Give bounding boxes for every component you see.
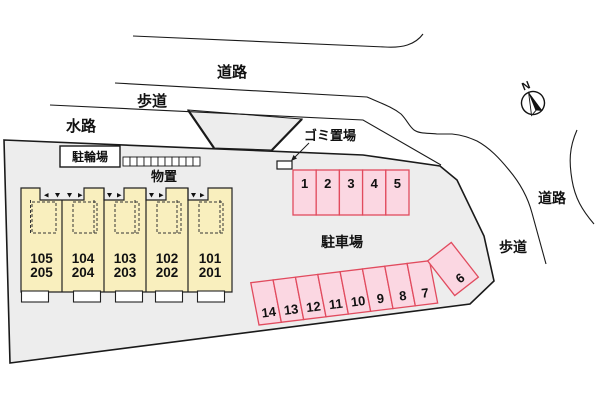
sidewalk-lower-line <box>49 104 442 166</box>
label-waterway: 水路 <box>66 117 97 135</box>
road-right-line <box>569 129 595 225</box>
arrow-icon <box>159 193 164 198</box>
parking-space-number: 1 <box>301 176 308 191</box>
entrance-porch <box>72 290 102 303</box>
dashed-area <box>198 201 224 234</box>
arrow-icon <box>117 193 122 198</box>
parking-space-number: 8 <box>398 288 407 304</box>
label-sidewalk-top: 歩道 <box>137 92 167 110</box>
driveway-right-edge <box>271 118 303 151</box>
parking-space <box>426 241 480 297</box>
entrance-porch <box>154 290 184 303</box>
parking-space-number: 12 <box>305 298 321 315</box>
parking-space-number: 9 <box>376 291 385 307</box>
arrow-icon <box>107 193 112 198</box>
driveway-left-edge <box>187 109 215 149</box>
storage-units <box>122 156 201 167</box>
bicycle-parking-box <box>59 145 121 168</box>
storage-unit <box>185 156 194 167</box>
arrow-icon <box>200 193 205 198</box>
parking-space <box>385 169 410 216</box>
parking-space <box>406 260 439 307</box>
arrow-icon <box>44 193 49 198</box>
parking-space-6: 6 <box>426 241 480 297</box>
north-arrow-outline-icon <box>528 91 537 117</box>
arrow-icon <box>149 193 154 198</box>
storage-unit <box>143 156 152 167</box>
arrow-icon <box>55 193 60 198</box>
parking-space-number: 4 <box>371 176 379 191</box>
storage-unit <box>164 156 173 167</box>
parking-space-number: 11 <box>328 296 343 313</box>
compass: N <box>520 79 546 117</box>
parking-space-number: 14 <box>261 304 278 321</box>
storage-unit <box>122 156 131 167</box>
dashed-area <box>114 201 140 234</box>
entrance-porch <box>20 290 50 303</box>
storage-unit <box>129 156 138 167</box>
parking-space-number: 10 <box>350 293 366 310</box>
storage-unit <box>136 156 145 167</box>
compass-north-label: N <box>520 79 532 93</box>
parking-space-number: 3 <box>347 176 354 191</box>
storage-unit <box>171 156 180 167</box>
bicycle-parking-label: 駐輪場 <box>72 149 108 164</box>
arrow-icon <box>67 193 72 198</box>
storage-unit <box>178 156 187 167</box>
label-road-right: 道路 <box>538 190 567 206</box>
parking-space-number: 2 <box>324 176 331 191</box>
sidewalk-top-line <box>114 82 547 265</box>
entrance-porch <box>114 290 144 303</box>
parking-space-number: 5 <box>394 176 401 191</box>
dashed-area <box>156 201 182 234</box>
road-top-line <box>132 33 424 48</box>
north-arrow-icon <box>528 91 543 111</box>
label-sidewalk-right: 歩道 <box>499 239 527 255</box>
label-parking-lot: 駐車場 <box>321 234 363 250</box>
dashed-area <box>31 201 57 234</box>
garbage-box <box>276 160 293 170</box>
parking-space-number: 13 <box>283 301 299 318</box>
garbage-arrowhead-icon <box>291 155 297 161</box>
label-road-top: 道路 <box>217 63 248 81</box>
parking-space-number: 7 <box>421 285 430 301</box>
entrance-porch <box>196 290 226 303</box>
dashed-area <box>72 201 98 234</box>
storage-unit <box>157 156 166 167</box>
label-storage: 物置 <box>151 169 177 184</box>
arrow-icon <box>78 193 83 198</box>
storage-unit <box>192 156 201 167</box>
arrow-icon <box>191 193 196 198</box>
label-garbage-area: ゴミ置場 <box>304 128 356 143</box>
storage-unit <box>150 156 159 167</box>
